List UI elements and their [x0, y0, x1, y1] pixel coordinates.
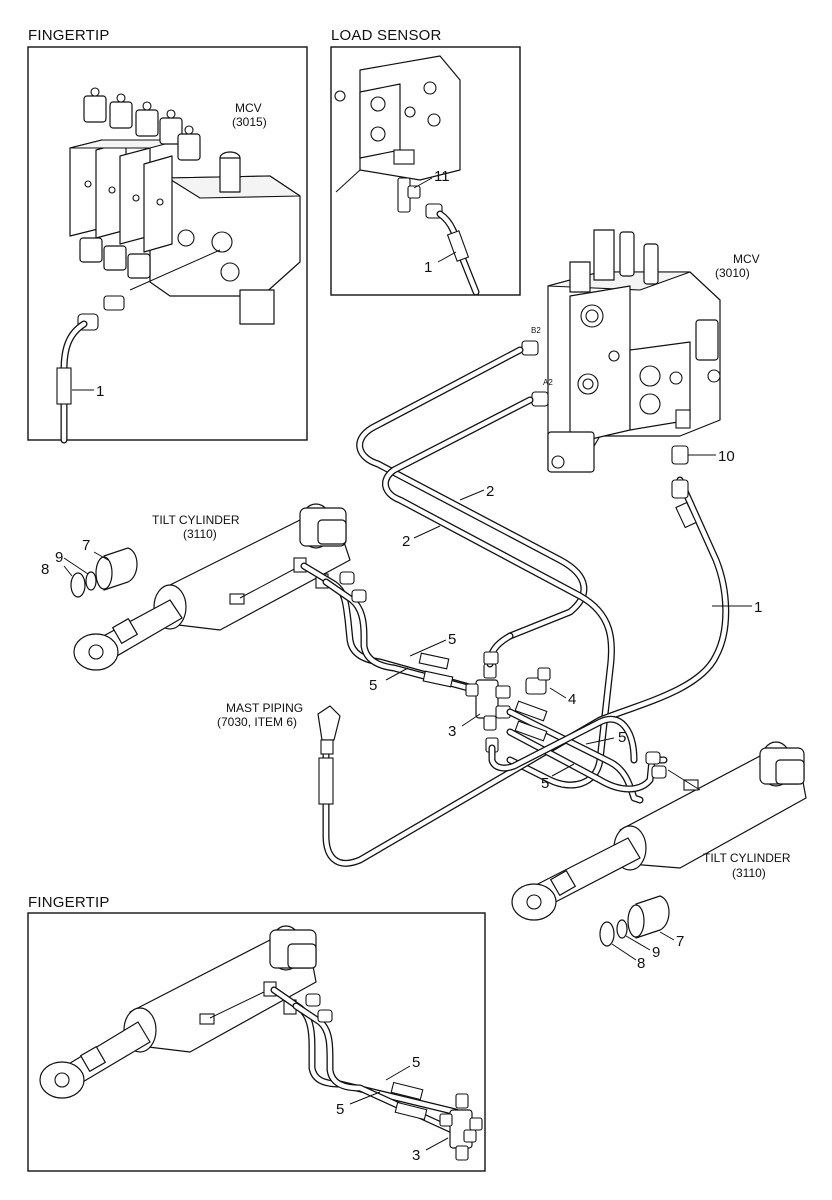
load-sensor-inset: LOAD SENSOR	[330, 27, 521, 296]
callout-8-right: 8	[637, 955, 645, 972]
callout-5-e: 5	[412, 1054, 420, 1071]
callout-5-d: 5	[541, 775, 549, 792]
leader-5-e	[385, 1065, 411, 1081]
callout-2-b: 2	[402, 533, 410, 550]
callout-1-main: 1	[754, 599, 762, 616]
fingertip-hose-1	[56, 295, 125, 444]
tilt-cylinder-right	[511, 741, 807, 921]
tilt-cylinder-right-label: TILT CYLINDER	[703, 851, 791, 865]
callout-9-right: 9	[652, 944, 660, 961]
fitting-4	[525, 667, 551, 695]
leader-9-right	[625, 935, 651, 951]
callout-10: 10	[718, 448, 735, 465]
load-sensor-hose-1	[436, 210, 480, 296]
leader-3	[461, 713, 481, 727]
leader-9-left	[63, 557, 89, 575]
fingertip-top-title: FINGERTIP	[28, 27, 110, 44]
leader-4	[549, 687, 567, 699]
tilt-cylinder-bottom	[39, 925, 317, 1099]
port-b2-label: B2	[531, 326, 541, 335]
tilt-cylinder-left-ref: (3110)	[183, 527, 217, 541]
load-sensor-title: LOAD SENSOR	[331, 27, 442, 44]
callout-3-bottom: 3	[412, 1147, 420, 1164]
seal-kit-left	[70, 547, 138, 598]
callout-1-fingertip: 1	[96, 383, 104, 400]
leader-11	[413, 177, 433, 189]
callout-8-left: 8	[41, 561, 49, 578]
hose-5-left-pair	[300, 562, 484, 694]
fingertip-top-frame	[27, 46, 308, 441]
fingertip-bottom-title: FINGERTIP	[28, 894, 110, 911]
fingertip-bottom-frame	[27, 912, 486, 1172]
leader-7-right	[659, 931, 675, 941]
callout-2-a: 2	[486, 483, 494, 500]
leader-5-d	[551, 763, 575, 777]
mcv-fingertip-valve	[69, 87, 301, 325]
leader-8-right	[611, 943, 637, 961]
leader-8-left	[63, 565, 73, 577]
leader-5-f	[349, 1091, 381, 1105]
load-sensor-frame	[330, 46, 521, 296]
hose-2-upper	[356, 346, 588, 640]
hose-1-main	[318, 476, 730, 867]
mcv-fingertip-label: MCV	[235, 101, 262, 115]
callout-5-b: 5	[369, 677, 377, 694]
hose-2-to-tee	[483, 632, 514, 668]
mast-piping-label: MAST PIPING	[226, 701, 303, 715]
leader-2-a	[459, 489, 485, 501]
mcv-main-ref: (3010)	[715, 266, 750, 280]
leader-1-loadsensor	[437, 251, 457, 263]
fingertip-inset-bottom: FINGERTIP	[27, 894, 486, 1172]
callout-1-loadsensor: 1	[424, 259, 432, 276]
seal-kit-right	[599, 895, 670, 947]
tee-block-3-bottom	[439, 1093, 483, 1161]
a2-port-fitting	[531, 391, 549, 407]
mast-piping-elbow	[317, 705, 341, 755]
mcv-main-valve	[547, 229, 721, 473]
load-sensor-tee-fitting	[397, 177, 443, 219]
fitting-10	[671, 445, 689, 465]
mcv-main-label: MCV	[733, 252, 760, 266]
callout-4: 4	[568, 691, 576, 708]
callout-5-a: 5	[448, 631, 456, 648]
port-a2-label: A2	[543, 378, 553, 387]
leader-7-left	[93, 551, 109, 561]
callout-11: 11	[434, 168, 450, 185]
callout-7-right: 7	[676, 933, 684, 950]
hose-5-bottom-pair	[270, 986, 460, 1134]
callout-5-f: 5	[336, 1101, 344, 1118]
callout-3: 3	[448, 723, 456, 740]
load-sensor-valve	[334, 55, 461, 193]
fingertip-inset-top: FINGERTIP	[27, 27, 308, 441]
leader-5-c	[585, 737, 615, 745]
tilt-cylinder-right-ref: (3110)	[732, 866, 766, 880]
hose-2-lower	[382, 396, 615, 789]
tilt-cylinder-left	[73, 503, 351, 671]
callout-7-left: 7	[82, 537, 90, 554]
tee-block-3	[465, 663, 511, 753]
mast-piping-ref: (7030, ITEM 6)	[217, 715, 297, 729]
leader-3-bottom	[425, 1137, 449, 1151]
hose-5-right-pair	[488, 700, 668, 804]
callout-5-c: 5	[618, 729, 626, 746]
leader-5-b	[385, 667, 409, 681]
callout-9-left: 9	[55, 549, 63, 566]
leader-5-a	[409, 639, 447, 657]
tilt-cylinder-left-label: TILT CYLINDER	[152, 513, 240, 527]
leader-2-b	[413, 525, 441, 539]
b2-port-fitting	[521, 340, 539, 356]
mcv-fingertip-ref: (3015)	[232, 115, 267, 129]
